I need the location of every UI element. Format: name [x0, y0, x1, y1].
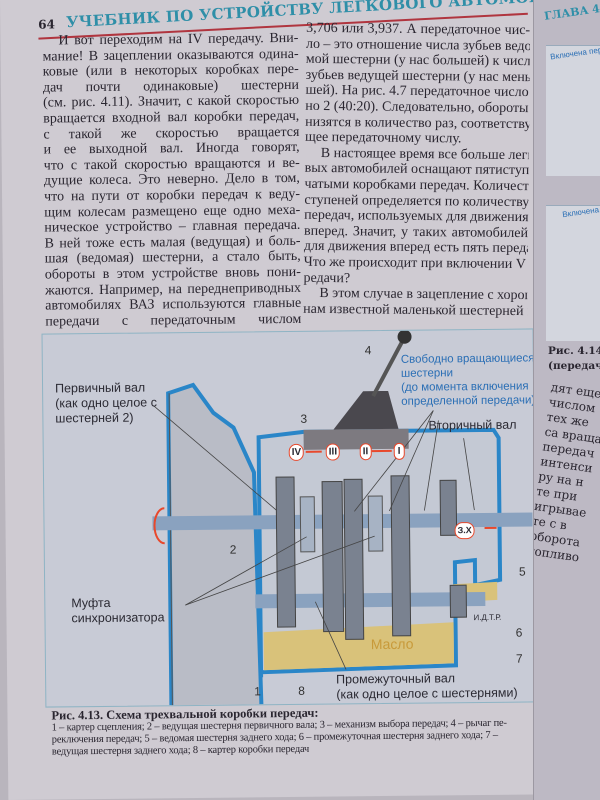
- gear-lever: [371, 339, 405, 398]
- intermediate-shaft: [255, 591, 486, 609]
- figure-caption: Рис. 4.13. Схема трехвальной коробки пер…: [51, 703, 539, 758]
- page-number: 64: [38, 17, 56, 32]
- label-line: Муфта: [71, 595, 111, 611]
- label-line: (до момента включения: [401, 380, 529, 394]
- callout-5: 5: [518, 564, 526, 579]
- publisher-mark: И.Д.Т.Р.: [473, 612, 502, 623]
- gearbox-diagram: Первичный вал (как одно целое с шестерне…: [41, 328, 538, 708]
- gear-lever-knob: [397, 329, 412, 344]
- gear-badge-i: I: [393, 442, 405, 460]
- text-line: чатыми коробками передач. Количество: [304, 176, 529, 195]
- figure-fourth-gear: [546, 205, 600, 341]
- figure-first-gear: [546, 45, 600, 176]
- label-line: шестерней 2): [55, 410, 134, 426]
- label-line: (как одно целое с шестернями): [336, 685, 518, 702]
- label-line: шестерни: [400, 367, 454, 380]
- book-page: 64 УЧЕБНИК ПО УСТРОЙСТВУ ЛЕГКОВОГО АВТОМ…: [0, 0, 584, 800]
- right-text-column: 3,706 или 3,937. А передаточное чис- ло …: [303, 21, 530, 320]
- callout-7: 7: [515, 651, 523, 666]
- label-line: Первичный вал: [54, 380, 146, 396]
- callout-2: 2: [229, 542, 237, 557]
- facing-text: дят еще числом тех же са враща передач и…: [534, 380, 600, 566]
- facing-page-title: ГЛАВА 4: [543, 2, 600, 23]
- synchronizer-label: Муфта синхронизатора: [71, 595, 164, 626]
- free-gears-label: Свободно вращающиеся шестерни (до момент…: [401, 351, 536, 408]
- gear-badge-ii: II: [359, 443, 372, 461]
- callout-3: 3: [300, 411, 308, 426]
- callout-1: 1: [254, 684, 262, 699]
- label-line: определенной передачи): [401, 394, 536, 408]
- gearbox-illustration: [152, 329, 533, 706]
- intermediate-shaft-label: Промежуточный вал (как одно целое с шест…: [336, 671, 518, 703]
- text-line: В этом случае в зацепление с хорошо: [319, 286, 528, 304]
- callout-8: 8: [298, 683, 306, 698]
- text-line: 3,706 или 3,937. А передаточное чис-: [306, 20, 531, 39]
- text-line: Что же происходит при включении V пе-: [303, 254, 528, 273]
- facing-page: ГЛАВА 4 Включена первая Включена четверт…: [533, 0, 600, 800]
- callout-4: 4: [364, 343, 372, 358]
- rotation-arrow-icon: [153, 507, 165, 545]
- label-line: синхронизатора: [71, 610, 165, 626]
- shift-boot: [333, 390, 399, 430]
- label-line: Свободно вращающиеся: [400, 352, 535, 366]
- callout-6: 6: [515, 625, 523, 640]
- text-line: передачи с передаточным числом: [45, 311, 302, 330]
- facing-caption: Рис. 4.14.: [548, 345, 600, 357]
- text-line: нам известной маленькой шестерней вхо-: [303, 301, 528, 320]
- text-line: но 2 (40:20). Следовательно, обороты по-: [305, 98, 530, 117]
- gear-badge-iii: III: [325, 443, 341, 461]
- left-text-column: И вот переходим на IV передачу. Вни- ман…: [42, 31, 302, 330]
- oil-label: Масло: [370, 635, 414, 653]
- reverse-badge: З.Х: [454, 522, 475, 540]
- primary-shaft-label: Первичный вал (как одно целое с шестерне…: [55, 380, 157, 426]
- secondary-shaft-label: Вторичный вал: [428, 417, 517, 433]
- facing-caption: (передача: [548, 360, 600, 372]
- label-line: (как одно целое с: [55, 395, 158, 411]
- clutch-housing: [166, 382, 264, 706]
